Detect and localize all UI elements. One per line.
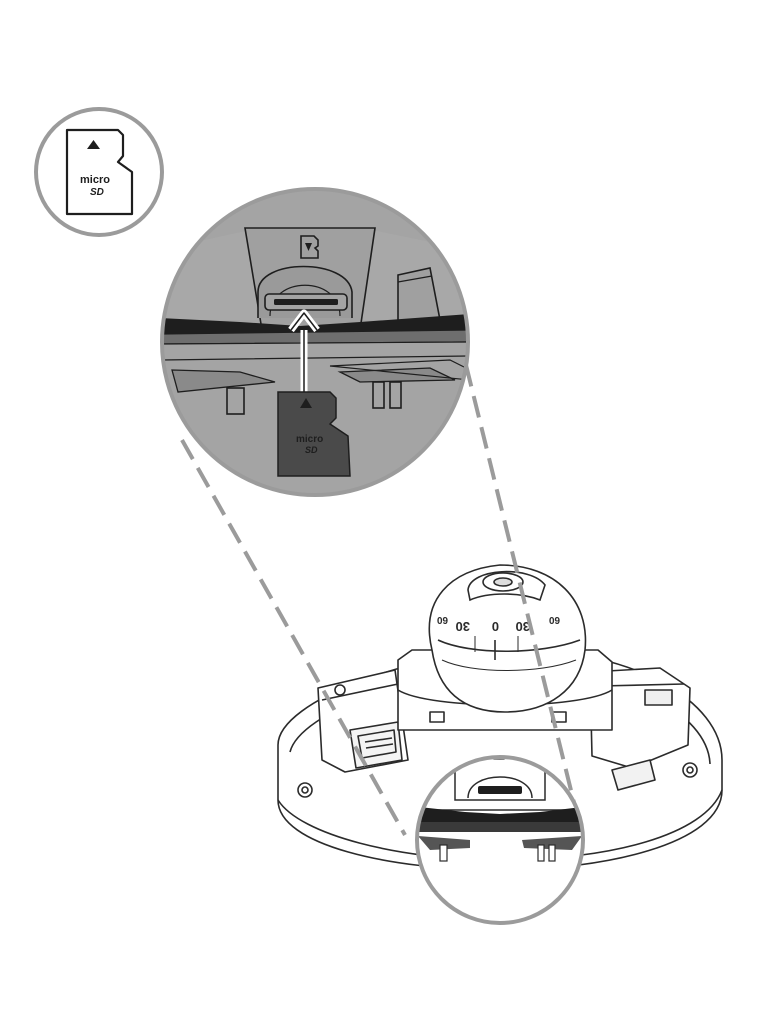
dial-label-left-30: 30 [456,619,470,634]
zoom-detail-circle: micro SD [160,187,470,497]
sd-slot-icon [300,235,319,259]
icon-card-logo-sd: SD [90,187,104,198]
dial-label-left-60: 60 [436,614,448,625]
inserted-card-logo-micro: micro [296,434,323,445]
zoom-connector-lines [180,364,584,836]
dial-label-right-30: 30 [516,619,530,634]
microsd-icon-circle: micro SD [34,107,164,237]
dial-label-right-60: 60 [548,614,560,625]
microsd-card-icon: micro SD [65,128,134,216]
insert-direction-arrow-icon [288,309,320,392]
microsd-card-inserted: micro SD [277,391,351,477]
dial-labels: 30 0 30 60 60 [436,614,560,634]
connector-line-left [180,439,407,836]
camera-dome [428,564,587,713]
inserted-card-logo-sd: SD [305,445,318,455]
dial-label-0: 0 [492,619,499,634]
up-arrow-icon [87,140,100,149]
connector-line-right [464,364,584,836]
icon-card-logo-micro: micro [80,174,110,186]
